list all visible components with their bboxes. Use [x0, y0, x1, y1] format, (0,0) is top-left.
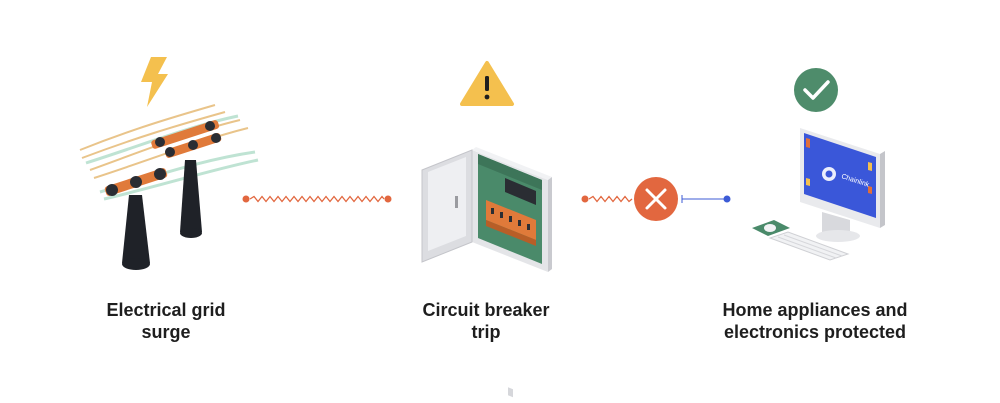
safe-connector-line [681, 195, 731, 203]
surge-connector-line [242, 195, 392, 203]
step-label-line: Home appliances and [722, 300, 908, 320]
blocked-x-icon [634, 177, 678, 221]
breaker-panel-icon [421, 147, 552, 398]
lightning-bolt-icon [141, 57, 168, 107]
step-label-appliances-protected: Home appliances and electronics protecte… [680, 299, 950, 343]
step-label-line: electronics protected [723, 322, 907, 342]
surge-connector-line [581, 195, 633, 203]
computer-icon: Chainlink [752, 128, 885, 261]
step-label-line: surge [141, 322, 191, 342]
step-label-line: Circuit breaker [422, 300, 550, 320]
power-pole-icon [79, 104, 259, 270]
step-label-line: trip [471, 322, 501, 342]
checkmark-icon [794, 68, 838, 112]
warning-triangle-icon [460, 61, 514, 106]
step-label-breaker-trip: Circuit breaker trip [386, 299, 586, 343]
step-label-line: Electrical grid [106, 300, 226, 320]
step-label-grid-surge: Electrical grid surge [66, 299, 266, 343]
